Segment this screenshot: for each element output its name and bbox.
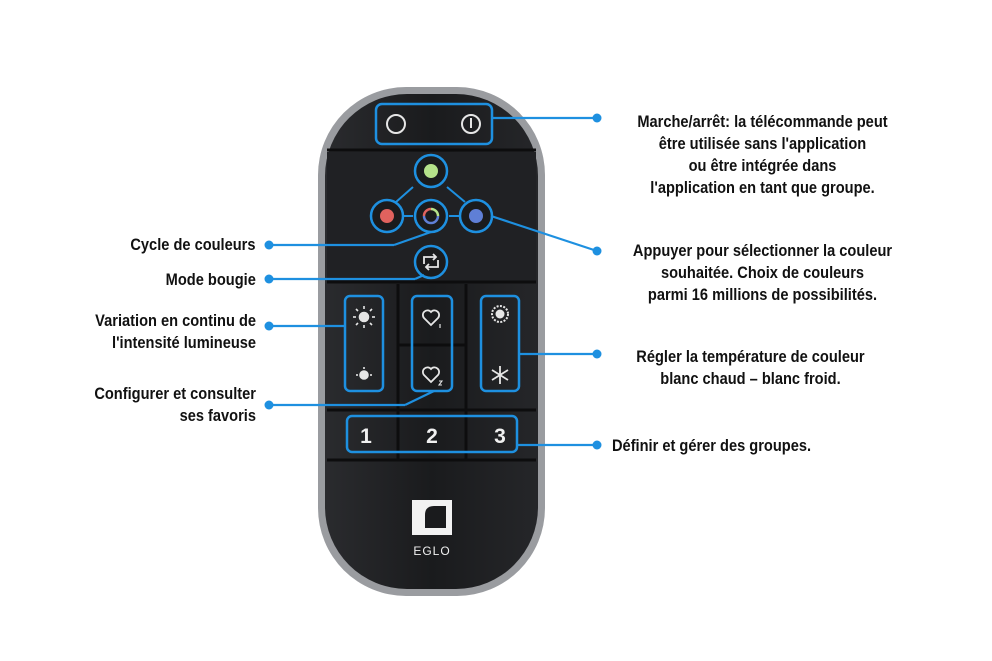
cycle-button-ring	[413, 198, 449, 234]
annotation-dimming: Variation en continu de l'intensité lumi…	[95, 311, 256, 352]
cold-white-icon[interactable]	[491, 366, 509, 384]
favorite-2-icon[interactable]	[422, 366, 444, 386]
annotation-color-select: Appuyer pour sélectionner la couleur sou…	[632, 241, 893, 304]
power-highlight	[374, 102, 494, 146]
button-grid-lines	[327, 284, 536, 462]
power-icon[interactable]	[461, 114, 481, 134]
annotation-candle-mode: Mode bougie	[165, 270, 256, 289]
annotation-power: Marche/arrêt: la télécommande peut être …	[637, 112, 888, 197]
annotation-color-temperature: Régler la température de couleur blanc c…	[636, 347, 865, 388]
annotation-favorites: Configurer et consulter ses favoris	[94, 384, 256, 425]
blue-color-dot-icon[interactable]	[469, 209, 483, 223]
group-button-2[interactable]: 2	[426, 425, 438, 448]
annotation-color-cycle: Cycle de couleurs	[130, 235, 256, 254]
brightness-down-icon[interactable]	[356, 367, 372, 380]
color-cycle-icon[interactable]	[422, 207, 440, 225]
warm-white-icon[interactable]	[491, 305, 509, 323]
callout-lines	[269, 116, 598, 447]
favorite-1-icon[interactable]	[422, 309, 441, 328]
off-circle-icon[interactable]	[386, 114, 406, 134]
candle-mode-icon[interactable]	[423, 253, 439, 271]
annotation-groups: Définir et gérer des groupes.	[612, 436, 812, 455]
group-button-1[interactable]: 1	[360, 425, 372, 448]
group-button-3[interactable]: 3	[494, 425, 506, 448]
brand-name: EGLO	[413, 544, 450, 558]
callout-dots	[264, 113, 602, 450]
eglo-logo-icon	[412, 500, 452, 535]
candle-button-ring	[413, 244, 449, 280]
green-color-dot-icon[interactable]	[424, 164, 438, 178]
temperature-highlight	[479, 294, 521, 393]
red-color-dot-icon[interactable]	[380, 209, 394, 223]
groups-highlight	[345, 414, 519, 454]
brightness-highlight	[343, 294, 385, 393]
brightness-up-icon[interactable]	[353, 306, 375, 328]
remote-control: 1 2 3 EGLO	[318, 87, 545, 596]
